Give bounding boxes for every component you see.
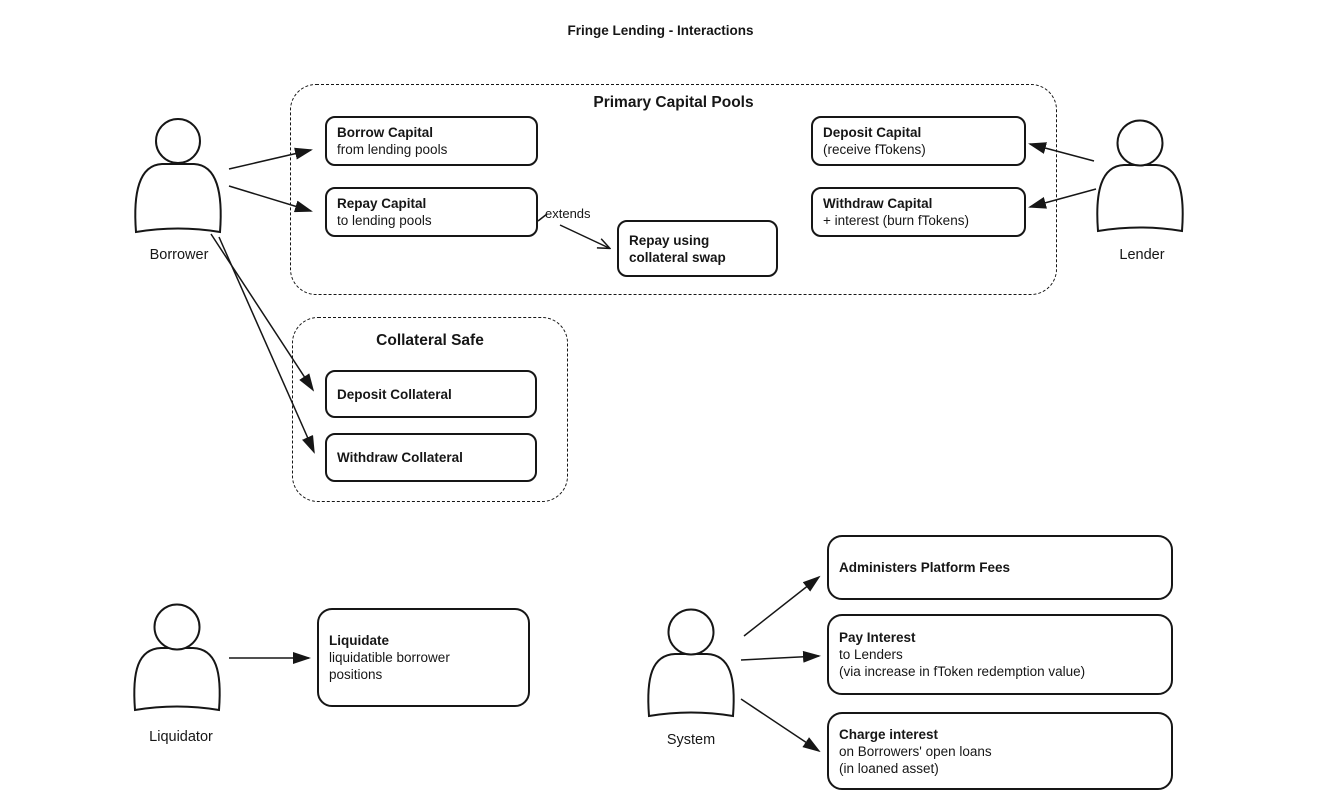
usecase-repay-using-collateral-swap-subtitle: collateral swap xyxy=(629,249,726,265)
usecase-pay-interest-line2: (via increase in fToken redemption value… xyxy=(839,664,1086,679)
actor-lender-label: Lender xyxy=(1119,247,1165,263)
extends-annotation: extends xyxy=(545,206,591,221)
usecase-charge-interest-line1: on Borrowers' open loans xyxy=(839,743,992,759)
actor-system-icon xyxy=(647,608,735,718)
usecase-liquidate-title: Liquidate xyxy=(329,633,389,648)
group-title-primary-capital-pools: Primary Capital Pools xyxy=(593,94,754,111)
usecase-repay-using-collateral-swap-title: Repay using xyxy=(629,232,710,248)
usecase-withdraw-collateral: Withdraw Collateral xyxy=(325,433,537,482)
usecase-administers-platform-fees-title: Administers Platform Fees xyxy=(839,560,1011,575)
usecase-borrow-capital-subtitle: from lending pools xyxy=(337,142,448,157)
usecase-administers-platform-fees: Administers Platform Fees xyxy=(827,535,1173,600)
actor-liquidator-icon xyxy=(133,603,221,712)
usecase-repay-capital-title: Repay Capital xyxy=(337,196,427,211)
actor-borrower-label: Borrower xyxy=(149,247,209,263)
arrow-system-to-administers-fees xyxy=(743,575,821,637)
usecase-borrow-capital-title: Borrow Capital xyxy=(337,125,434,140)
actor-borrower-icon xyxy=(134,118,222,234)
group-title-collateral-safe: Collateral Safe xyxy=(376,332,484,349)
usecase-deposit-collateral: Deposit Collateral xyxy=(325,370,537,418)
usecase-charge-interest-title: Charge interest xyxy=(839,726,939,742)
usecase-withdraw-capital-title: Withdraw Capital xyxy=(823,196,933,211)
usecase-withdraw-collateral-title: Withdraw Collateral xyxy=(337,450,463,465)
usecase-withdraw-capital: Withdraw Capital + interest (burn fToken… xyxy=(811,187,1026,237)
actor-liquidator-label: Liquidator xyxy=(149,729,213,745)
usecase-deposit-collateral-title: Deposit Collateral xyxy=(337,386,452,402)
arrow-system-to-charge-interest xyxy=(740,698,821,753)
actor-lender-icon xyxy=(1096,119,1184,233)
usecase-repay-capital-subtitle: to lending pools xyxy=(337,213,432,228)
usecase-pay-interest: Pay Interest to Lenders (via increase in… xyxy=(827,614,1173,695)
usecase-deposit-capital: Deposit Capital (receive fTokens) xyxy=(811,116,1026,166)
arrow-system-to-pay-interest xyxy=(740,650,821,663)
usecase-repay-capital: Repay Capital to lending pools xyxy=(325,187,538,237)
usecase-deposit-capital-subtitle: (receive fTokens) xyxy=(823,142,926,157)
usecase-liquidate-line1: liquidatible borrower xyxy=(329,650,450,665)
actor-system-label: System xyxy=(666,732,716,748)
usecase-pay-interest-line1: to Lenders xyxy=(839,647,903,662)
usecase-repay-using-collateral-swap: Repay using collateral swap xyxy=(617,220,778,277)
usecase-borrow-capital: Borrow Capital from lending pools xyxy=(325,116,538,166)
usecase-pay-interest-title: Pay Interest xyxy=(839,630,916,645)
usecase-charge-interest: Charge interest on Borrowers' open loans… xyxy=(827,712,1173,790)
diagram-title: Fringe Lending - Interactions xyxy=(567,23,754,38)
usecase-charge-interest-line2: (in loaned asset) xyxy=(839,760,939,776)
usecase-deposit-capital-title: Deposit Capital xyxy=(823,125,922,140)
usecase-withdraw-capital-subtitle: + interest (burn fTokens) xyxy=(823,213,969,228)
usecase-liquidate-line2: positions xyxy=(329,667,383,682)
usecase-liquidate: Liquidate liquidatible borrower position… xyxy=(317,608,530,707)
